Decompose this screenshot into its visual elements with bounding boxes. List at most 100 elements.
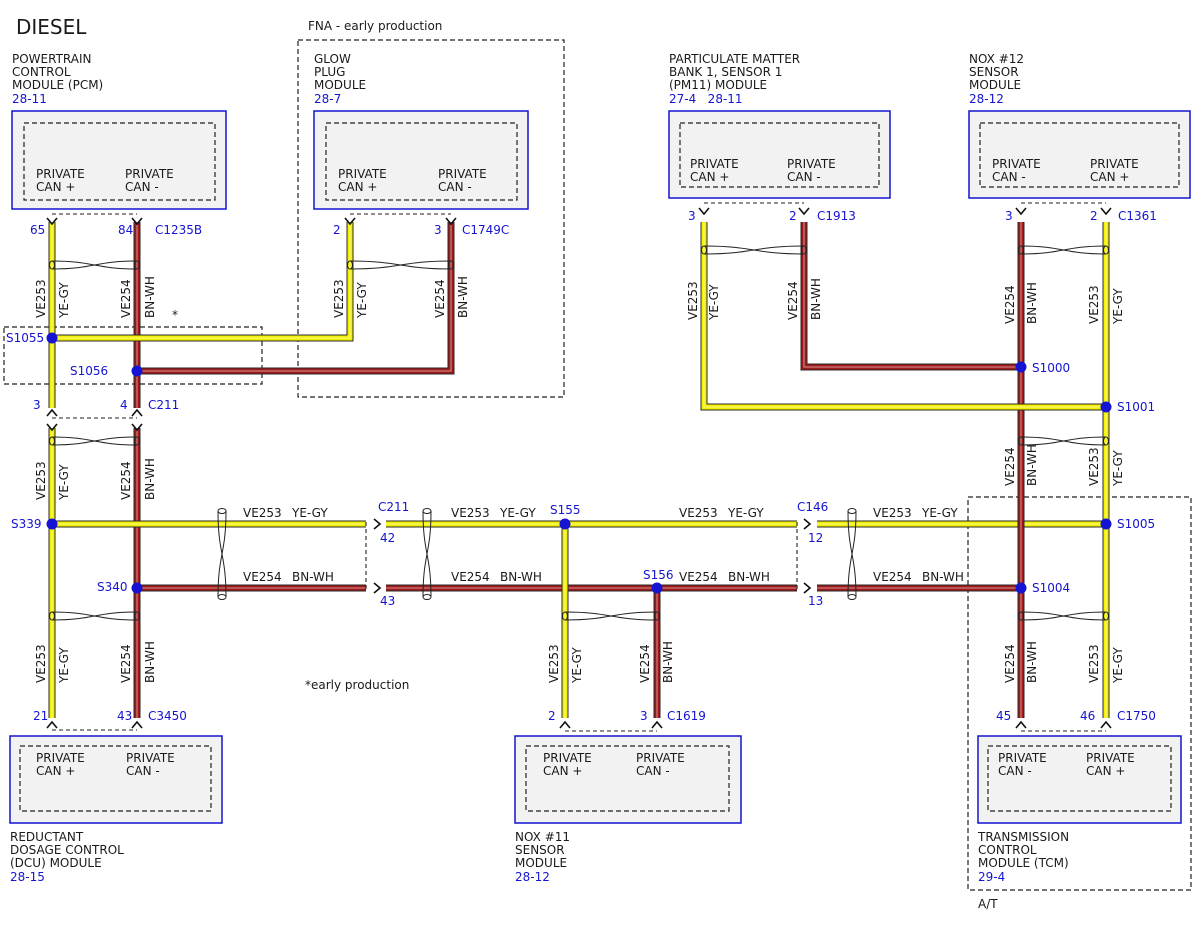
wire-label-yegy: YE-GY bbox=[499, 506, 536, 520]
wire-ve254-pm11 bbox=[801, 222, 1021, 370]
wire-label-ve254: VE254 bbox=[873, 570, 912, 584]
pm11-module: PRIVATE CAN + PRIVATE CAN - bbox=[668, 110, 891, 199]
nox12-ref: 28-12 bbox=[969, 92, 1004, 106]
pin-gpm-2: 2 bbox=[333, 223, 341, 237]
tcm-module: PRIVATE CAN - PRIVATE CAN + bbox=[977, 735, 1182, 824]
wire-label-bnwh: BN-WH bbox=[1025, 282, 1039, 324]
pm11-ref: 27-4 28-11 bbox=[669, 92, 743, 106]
pin-nox12-3: 3 bbox=[1005, 209, 1013, 223]
wire-label-bnwh: BN-WH bbox=[809, 278, 823, 320]
pcm-label: POWERTRAIN CONTROL MODULE (PCM) 28-11 bbox=[12, 52, 103, 106]
svg-text:PRIVATE: PRIVATE bbox=[636, 751, 685, 765]
svg-text:SENSOR: SENSOR bbox=[969, 65, 1019, 79]
wire-label-ve253: VE253 bbox=[451, 506, 490, 520]
nox11-module: PRIVATE CAN + PRIVATE CAN - bbox=[514, 735, 742, 824]
connector-c1619: C1619 bbox=[667, 709, 706, 723]
svg-text:CAN -: CAN - bbox=[126, 764, 160, 778]
wire-label-ve253: VE253 bbox=[686, 281, 700, 320]
nox12-module: PRIVATE CAN - PRIVATE CAN + bbox=[968, 110, 1191, 199]
wire-label-ve254: VE254 bbox=[119, 644, 133, 683]
svg-text:MODULE (TCM): MODULE (TCM) bbox=[978, 856, 1069, 870]
wire-label-bnwh: BN-WH bbox=[728, 570, 770, 584]
wire-label-ve254: VE254 bbox=[119, 461, 133, 500]
svg-text:REDUCTANT: REDUCTANT bbox=[10, 830, 84, 844]
wire-label-ve253: VE253 bbox=[243, 506, 282, 520]
svg-text:PRIVATE: PRIVATE bbox=[543, 751, 592, 765]
wire-ve254-pm11-stripe bbox=[803, 222, 1021, 368]
twisted-pair-marker-end bbox=[49, 436, 55, 446]
svg-text:MODULE (PCM): MODULE (PCM) bbox=[12, 78, 103, 92]
twisted-pair-marker-end bbox=[801, 245, 807, 255]
connector-c211-arrow bbox=[46, 423, 58, 432]
wire-label-ve254: VE254 bbox=[786, 281, 800, 320]
wire-label-ve253: VE253 bbox=[332, 279, 346, 318]
wire-label-bnwh: BN-WH bbox=[143, 458, 157, 500]
splice-s155 bbox=[559, 518, 571, 530]
splice-s155-label: S155 bbox=[550, 503, 581, 517]
nox11-ref: 28-12 bbox=[515, 870, 550, 884]
twisted-pair-marker-end bbox=[1103, 436, 1109, 446]
wire-label-yegy: YE-GY bbox=[1111, 288, 1125, 325]
wire-label-ve254: VE254 bbox=[1003, 644, 1017, 683]
svg-text:CAN +: CAN + bbox=[338, 180, 377, 194]
wire-label-ve254: VE254 bbox=[679, 570, 718, 584]
svg-text:CAN -: CAN - bbox=[125, 180, 159, 194]
splice-s1001 bbox=[1100, 401, 1112, 413]
wire-ve253-gpm-outline bbox=[52, 222, 354, 342]
pin-dcu-21: 21 bbox=[33, 709, 48, 723]
twisted-pair-marker-end bbox=[134, 611, 140, 621]
wire-label-ve253: VE253 bbox=[34, 461, 48, 500]
splice-s1005 bbox=[1100, 518, 1112, 530]
at-note: A/T bbox=[978, 897, 998, 911]
connector-arrow-down bbox=[698, 207, 710, 216]
wire-label-yegy: YE-GY bbox=[57, 647, 71, 684]
pin-nox11-2: 2 bbox=[548, 709, 556, 723]
connector-c1749c: C1749C bbox=[462, 223, 509, 237]
pin-pm11-2: 2 bbox=[789, 209, 797, 223]
connector-c1913: C1913 bbox=[817, 209, 856, 223]
wire-label-yegy: YE-GY bbox=[921, 506, 958, 520]
svg-text:CAN -: CAN - bbox=[438, 180, 472, 194]
connector-arrow-down bbox=[798, 207, 810, 216]
pm11-label: PARTICULATE MATTER BANK 1, SENSOR 1 (PM1… bbox=[669, 52, 800, 106]
twisted-pair-marker bbox=[847, 510, 857, 598]
wire-label-yegy: YE-GY bbox=[727, 506, 764, 520]
connector-c211-arrow bbox=[46, 408, 58, 417]
splice-s1004 bbox=[1015, 582, 1027, 594]
pin-nox12-2: 2 bbox=[1090, 209, 1098, 223]
wire-label-ve254: VE254 bbox=[119, 279, 133, 318]
gpm-module: PRIVATE CAN + PRIVATE CAN - bbox=[313, 110, 529, 210]
connector-c146: C146 bbox=[797, 500, 828, 514]
tcm-ref: 29-4 bbox=[978, 870, 1005, 884]
twisted-pair-marker bbox=[51, 260, 138, 270]
svg-text:CAN +: CAN + bbox=[1090, 170, 1129, 184]
svg-text:PRIVATE: PRIVATE bbox=[998, 751, 1047, 765]
svg-text:CAN -: CAN - bbox=[636, 764, 670, 778]
dcu-module: PRIVATE CAN + PRIVATE CAN - bbox=[9, 735, 223, 824]
svg-text:POWERTRAIN: POWERTRAIN bbox=[12, 52, 92, 66]
svg-text:MODULE: MODULE bbox=[515, 856, 567, 870]
star-note: * bbox=[172, 308, 178, 322]
pin-c211-4: 4 bbox=[120, 398, 128, 412]
connector-c1235b: C1235B bbox=[155, 223, 202, 237]
wire-label-ve253: VE253 bbox=[34, 279, 48, 318]
svg-text:PRIVATE: PRIVATE bbox=[992, 157, 1041, 171]
wire-label-bnwh: BN-WH bbox=[1025, 444, 1039, 486]
wire-label-ve253: VE253 bbox=[1087, 644, 1101, 683]
twisted-pair-marker-end bbox=[422, 508, 432, 514]
twisted-pair-marker bbox=[422, 510, 432, 598]
wire-label-ve253: VE253 bbox=[873, 506, 912, 520]
tcm-label: TRANSMISSION CONTROL MODULE (TCM) 29-4 bbox=[977, 830, 1069, 884]
wire-label-yegy: YE-GY bbox=[1111, 450, 1125, 487]
pcm-module: PRIVATE CAN + PRIVATE CAN - bbox=[11, 110, 227, 210]
svg-text:BANK 1, SENSOR 1: BANK 1, SENSOR 1 bbox=[669, 65, 782, 79]
s1055-dashed-region bbox=[3, 326, 263, 385]
svg-text:CAN +: CAN + bbox=[690, 170, 729, 184]
connector-c146-arrow bbox=[803, 518, 812, 530]
svg-text:PLUG: PLUG bbox=[314, 65, 345, 79]
splice-s156-label: S156 bbox=[643, 568, 674, 582]
connector-arrow-up bbox=[1015, 720, 1027, 729]
twisted-pair-marker-end bbox=[422, 594, 432, 600]
twisted-pair-marker bbox=[51, 611, 138, 621]
connector-arrow-up bbox=[559, 720, 571, 729]
